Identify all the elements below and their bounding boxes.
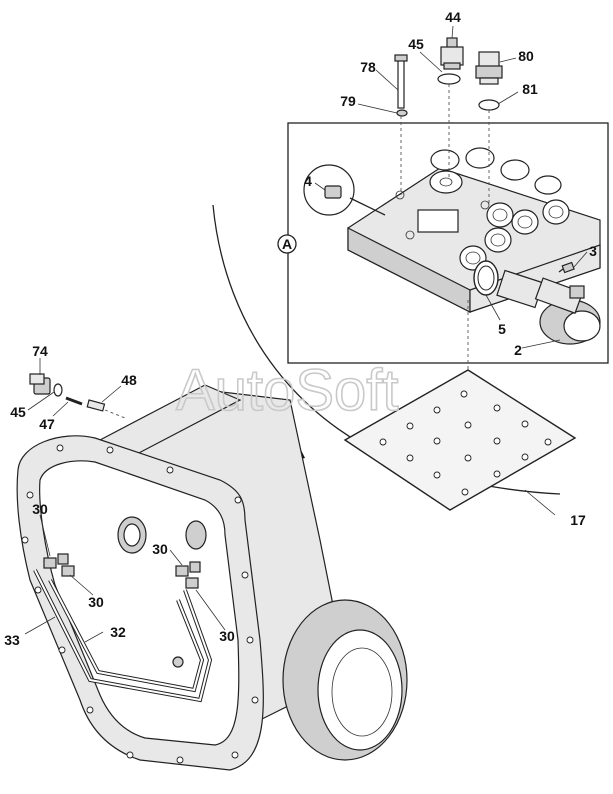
callout-45-top: 45 — [408, 36, 424, 52]
callout-44: 44 — [445, 9, 461, 25]
callout-17: 17 — [570, 512, 586, 528]
watermark: AutoSoft — [176, 358, 398, 423]
inset-leader — [349, 197, 386, 216]
callout-30-a: 30 — [32, 501, 48, 517]
washer-45-left — [53, 383, 63, 397]
callout-47: 47 — [39, 416, 55, 432]
solenoid — [496, 269, 601, 345]
callout-79: 79 — [340, 93, 356, 109]
fittings-30 — [43, 553, 201, 589]
detail-marker-label: A — [282, 236, 292, 252]
transmission-housing — [16, 384, 408, 771]
bolt-78-head — [394, 54, 408, 62]
callout-33: 33 — [4, 632, 20, 648]
callout-78: 78 — [360, 59, 376, 75]
bolt-78 — [397, 57, 405, 109]
detail-marker-circle — [277, 234, 297, 254]
leader-lines — [24, 25, 588, 643]
gasket-plate — [343, 369, 577, 511]
seal-ring-inner — [477, 265, 495, 291]
callout-5: 5 — [498, 321, 506, 337]
callout-30-b: 30 — [88, 594, 104, 610]
callout-4: 4 — [304, 173, 312, 189]
callout-32: 32 — [110, 624, 126, 640]
callout-48: 48 — [121, 372, 137, 388]
sensor-80 — [475, 51, 503, 85]
washer-45 — [437, 73, 461, 85]
breather-44 — [440, 37, 464, 70]
pipe-33-core — [34, 569, 212, 702]
callout-30-d: 30 — [219, 628, 235, 644]
bolt-3 — [558, 261, 575, 274]
callout-30-c: 30 — [152, 541, 168, 557]
callout-81: 81 — [522, 81, 538, 97]
callout-2: 2 — [514, 342, 522, 358]
pin-48 — [86, 399, 106, 412]
callout-74: 74 — [32, 343, 48, 359]
washer-79 — [396, 109, 408, 117]
fitting-4 — [324, 185, 342, 199]
pipe-32-core — [49, 579, 204, 692]
callout-3: 3 — [589, 243, 597, 259]
callout-45-left: 45 — [10, 404, 26, 420]
ring-81 — [478, 99, 500, 111]
screw-47 — [65, 396, 83, 406]
axis-48 — [104, 409, 126, 419]
callout-80: 80 — [518, 48, 534, 64]
plug-74 — [29, 373, 51, 395]
